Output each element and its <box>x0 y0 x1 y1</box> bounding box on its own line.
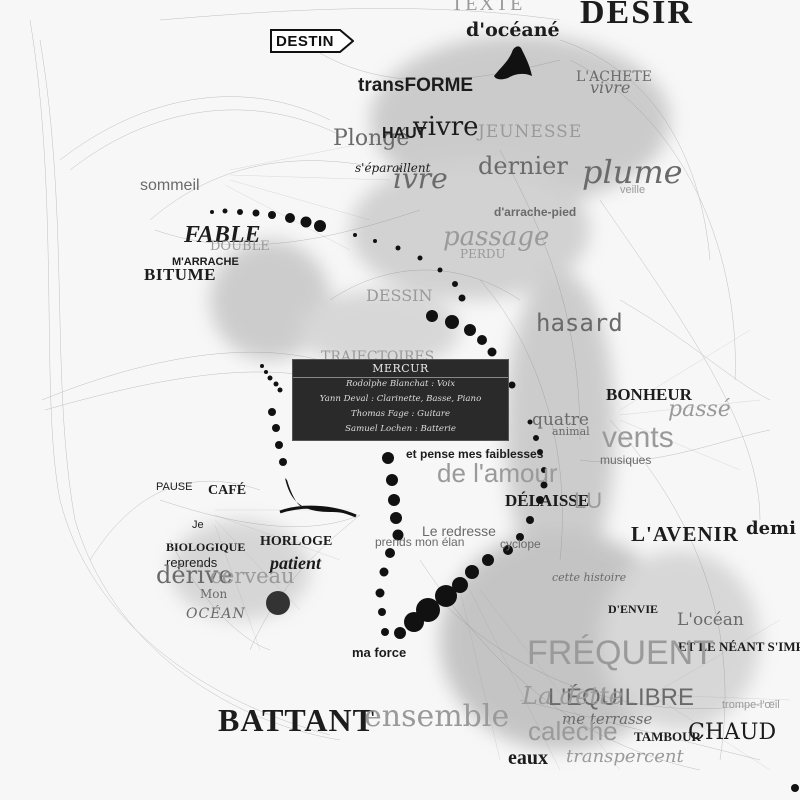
word-cette-histoire: cette histoire <box>552 571 627 584</box>
word-plonge: Plongé <box>333 126 410 151</box>
word-d-arrache-pied: d'arrache-pied <box>494 205 577 219</box>
word-cyclope: cyclope <box>500 537 541 551</box>
word-perdu: PERDU <box>460 247 506 261</box>
word-musiques: musiques <box>600 453 652 467</box>
word-ensemble: ensemble <box>364 699 510 734</box>
tag-outline-icon <box>270 29 354 53</box>
word-plume: plume <box>582 153 683 191</box>
word-ma-force: ma force <box>352 645 407 660</box>
word-animal: animal <box>552 425 590 438</box>
credit-line: Samuel Lochen : Batterie <box>345 424 456 434</box>
word-l-avenir: L'AVENIR <box>631 522 739 546</box>
word-vents: vents <box>602 421 674 454</box>
word-desir: DESIR <box>580 0 694 31</box>
word-double: DOUBLE <box>210 239 270 254</box>
word-m-arrache: M'ARRACHE <box>172 256 239 268</box>
word-passe: passé <box>668 397 731 422</box>
word-je: Je <box>192 519 204 531</box>
word-chaud: CHAUD <box>688 720 777 745</box>
word-la-dette: La dette <box>522 682 623 710</box>
credits-card: MERCUR Rodolphe Blanchat : Voix Yann Dev… <box>293 360 508 440</box>
word-caleche: calèche <box>528 716 618 746</box>
word-tambour: TAMBOUR <box>634 729 701 744</box>
word-prends: prends mon élan <box>375 535 465 549</box>
word-amour: de l'amour <box>437 458 558 488</box>
word-dessin: DESSIN <box>366 286 433 305</box>
word-texte: TEXTE <box>451 0 525 15</box>
word-cerveau: cerveau <box>210 564 295 588</box>
ink-dot-spiral <box>210 208 799 792</box>
credit-line: Yann Deval : Clarinette, Basse, Piano <box>319 394 482 404</box>
word-transpercent: transpercent <box>566 746 684 767</box>
word-vivre-small: vivre <box>590 78 631 97</box>
word-quatre: quatre <box>532 410 589 430</box>
word-d-ocean: d'océané <box>466 19 560 41</box>
word-l-achete: L'ACHETE <box>576 69 652 85</box>
word-derive: dérive <box>156 561 233 589</box>
word-fable: FABLE <box>184 222 261 248</box>
word-pause: PAUSE <box>156 481 193 493</box>
word-jeunesse: JEUNESSE <box>478 122 583 142</box>
word-mon: Mon <box>200 587 228 601</box>
word-sommeil: sommeil <box>140 177 200 194</box>
word-transforme: transFORME <box>358 75 474 96</box>
credit-line: Rodolphe Blanchat : Voix <box>345 379 456 389</box>
word-patient: patient <box>270 553 322 573</box>
word-haut: HAUT <box>382 125 427 142</box>
word-delaisse: DÉLAISSE <box>505 491 590 510</box>
word-eaux: eaux <box>508 747 548 769</box>
word-vivre: vivre <box>413 112 479 142</box>
word-passage: passage <box>443 222 550 252</box>
bird-silhouette <box>494 46 532 80</box>
word-hasard: hasard <box>536 309 623 337</box>
word-separaillent: s'éparaillent <box>355 161 431 175</box>
destin-tag: DESTIN <box>270 29 354 53</box>
credit-line: Thomas Fage : Guitare <box>350 409 451 419</box>
word-pense: et pense mes faiblesses <box>406 447 544 461</box>
ink-brush-stroke <box>285 478 356 517</box>
word-redresse: Le redresse <box>422 523 496 539</box>
word-me-terrasse: me terrasse <box>562 710 653 728</box>
word-veille: veille <box>620 184 646 196</box>
word-ivre: ivre <box>393 162 448 195</box>
word-frequent: FRÉQUENT <box>527 634 714 672</box>
word-bitume: BITUME <box>144 265 216 284</box>
word-l-ocean: L'océan <box>677 610 744 630</box>
word-equilibre: L'ÉQUILIBRE <box>548 684 694 711</box>
word-dernier: dernier <box>478 152 568 180</box>
word-horloge: HORLOGE <box>260 534 333 549</box>
word-d-envie: D'ENVIE <box>608 602 659 616</box>
word-demi: demi <box>746 518 796 539</box>
word-cafe: CAFÉ <box>208 483 247 498</box>
word-bonheur: BONHEUR <box>606 385 692 404</box>
word-ocean-caps: OCÉAN <box>186 606 246 622</box>
word-trompe: trompe-l'œil <box>722 699 780 711</box>
word-biologique: BIOLOGIQUE <box>166 540 246 554</box>
word-neant: ET LE NÉANT S'IMPOSE <box>678 639 800 654</box>
word-lu: LU <box>574 488 603 513</box>
word-reprends: reprends <box>166 555 218 570</box>
word-battant: BATTANT <box>218 702 375 738</box>
destin-label: DESTIN <box>276 33 335 50</box>
card-title: MERCUR <box>293 362 508 378</box>
